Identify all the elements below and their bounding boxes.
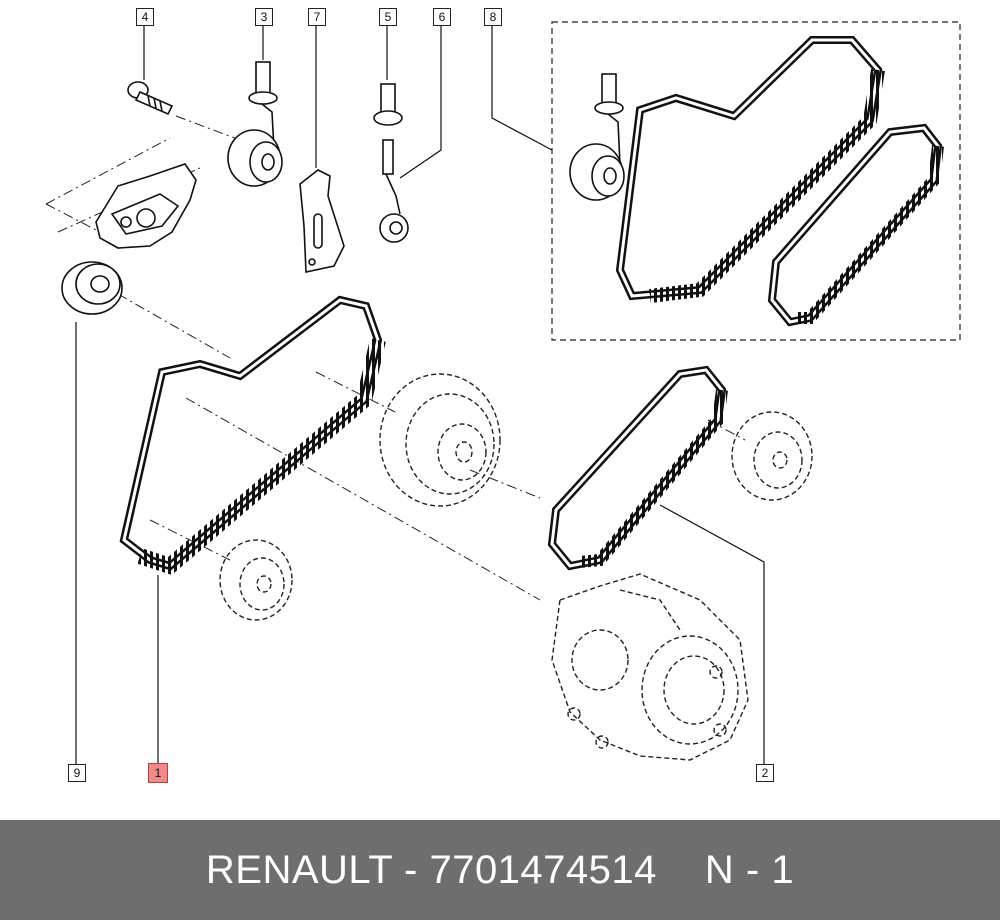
callout-5[interactable]: 5: [379, 8, 397, 26]
stud-part-6: [379, 139, 409, 243]
crankshaft-sprocket: [219, 539, 293, 621]
bolt-part-5: [373, 83, 403, 126]
idler-pulley-part-3: [227, 61, 283, 187]
reference-label: N - 1: [704, 847, 795, 892]
callout-8[interactable]: 8: [484, 8, 502, 26]
callout-6[interactable]: 6: [433, 8, 451, 26]
timing-belt-part-1: [119, 295, 386, 576]
bolt-part-4: [127, 81, 174, 116]
kit-box-part-8: [551, 21, 961, 341]
auxiliary-sprocket: [731, 411, 813, 501]
pump-unit: [551, 573, 749, 761]
part-number-footer: RENAULT - 7701474514 N - 1: [0, 820, 1000, 920]
tensioner-assembly: [61, 163, 197, 315]
callout-7[interactable]: 7: [308, 8, 326, 26]
camshaft-sprocket: [379, 373, 501, 507]
timing-belt-part-2: [547, 365, 728, 571]
timing-belt-exploded-diagram: [45, 21, 961, 764]
bracket-part-7: [299, 169, 345, 273]
leader-lines: [75, 26, 765, 764]
callout-4[interactable]: 4: [136, 8, 154, 26]
callout-9[interactable]: 9: [68, 764, 86, 782]
callout-3[interactable]: 3: [255, 8, 273, 26]
callout-1-highlighted[interactable]: 1: [148, 763, 168, 783]
callout-2[interactable]: 2: [756, 764, 774, 782]
part-label: RENAULT - 7701474514: [205, 847, 657, 892]
